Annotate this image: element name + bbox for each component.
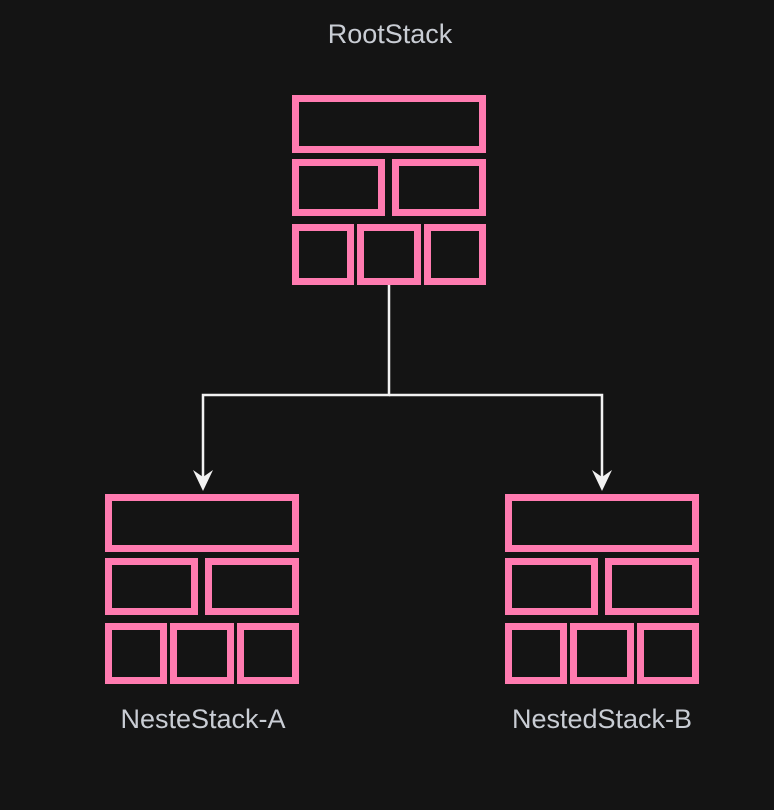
root-stack-label: RootStack bbox=[327, 19, 453, 49]
nested-stack-b-label: NestedStack-B bbox=[511, 704, 693, 734]
nested-stack-a-icon bbox=[105, 494, 299, 684]
arrowhead-icon bbox=[193, 470, 213, 491]
edge-root-to-nested-b bbox=[389, 393, 612, 491]
nested-stack-b-icon bbox=[505, 494, 699, 684]
edge-root-to-nested-a bbox=[193, 284, 391, 491]
arrowhead-icon bbox=[592, 470, 612, 491]
root-stack-icon bbox=[292, 95, 486, 285]
nested-stack-a-label: NesteStack-A bbox=[120, 704, 286, 734]
